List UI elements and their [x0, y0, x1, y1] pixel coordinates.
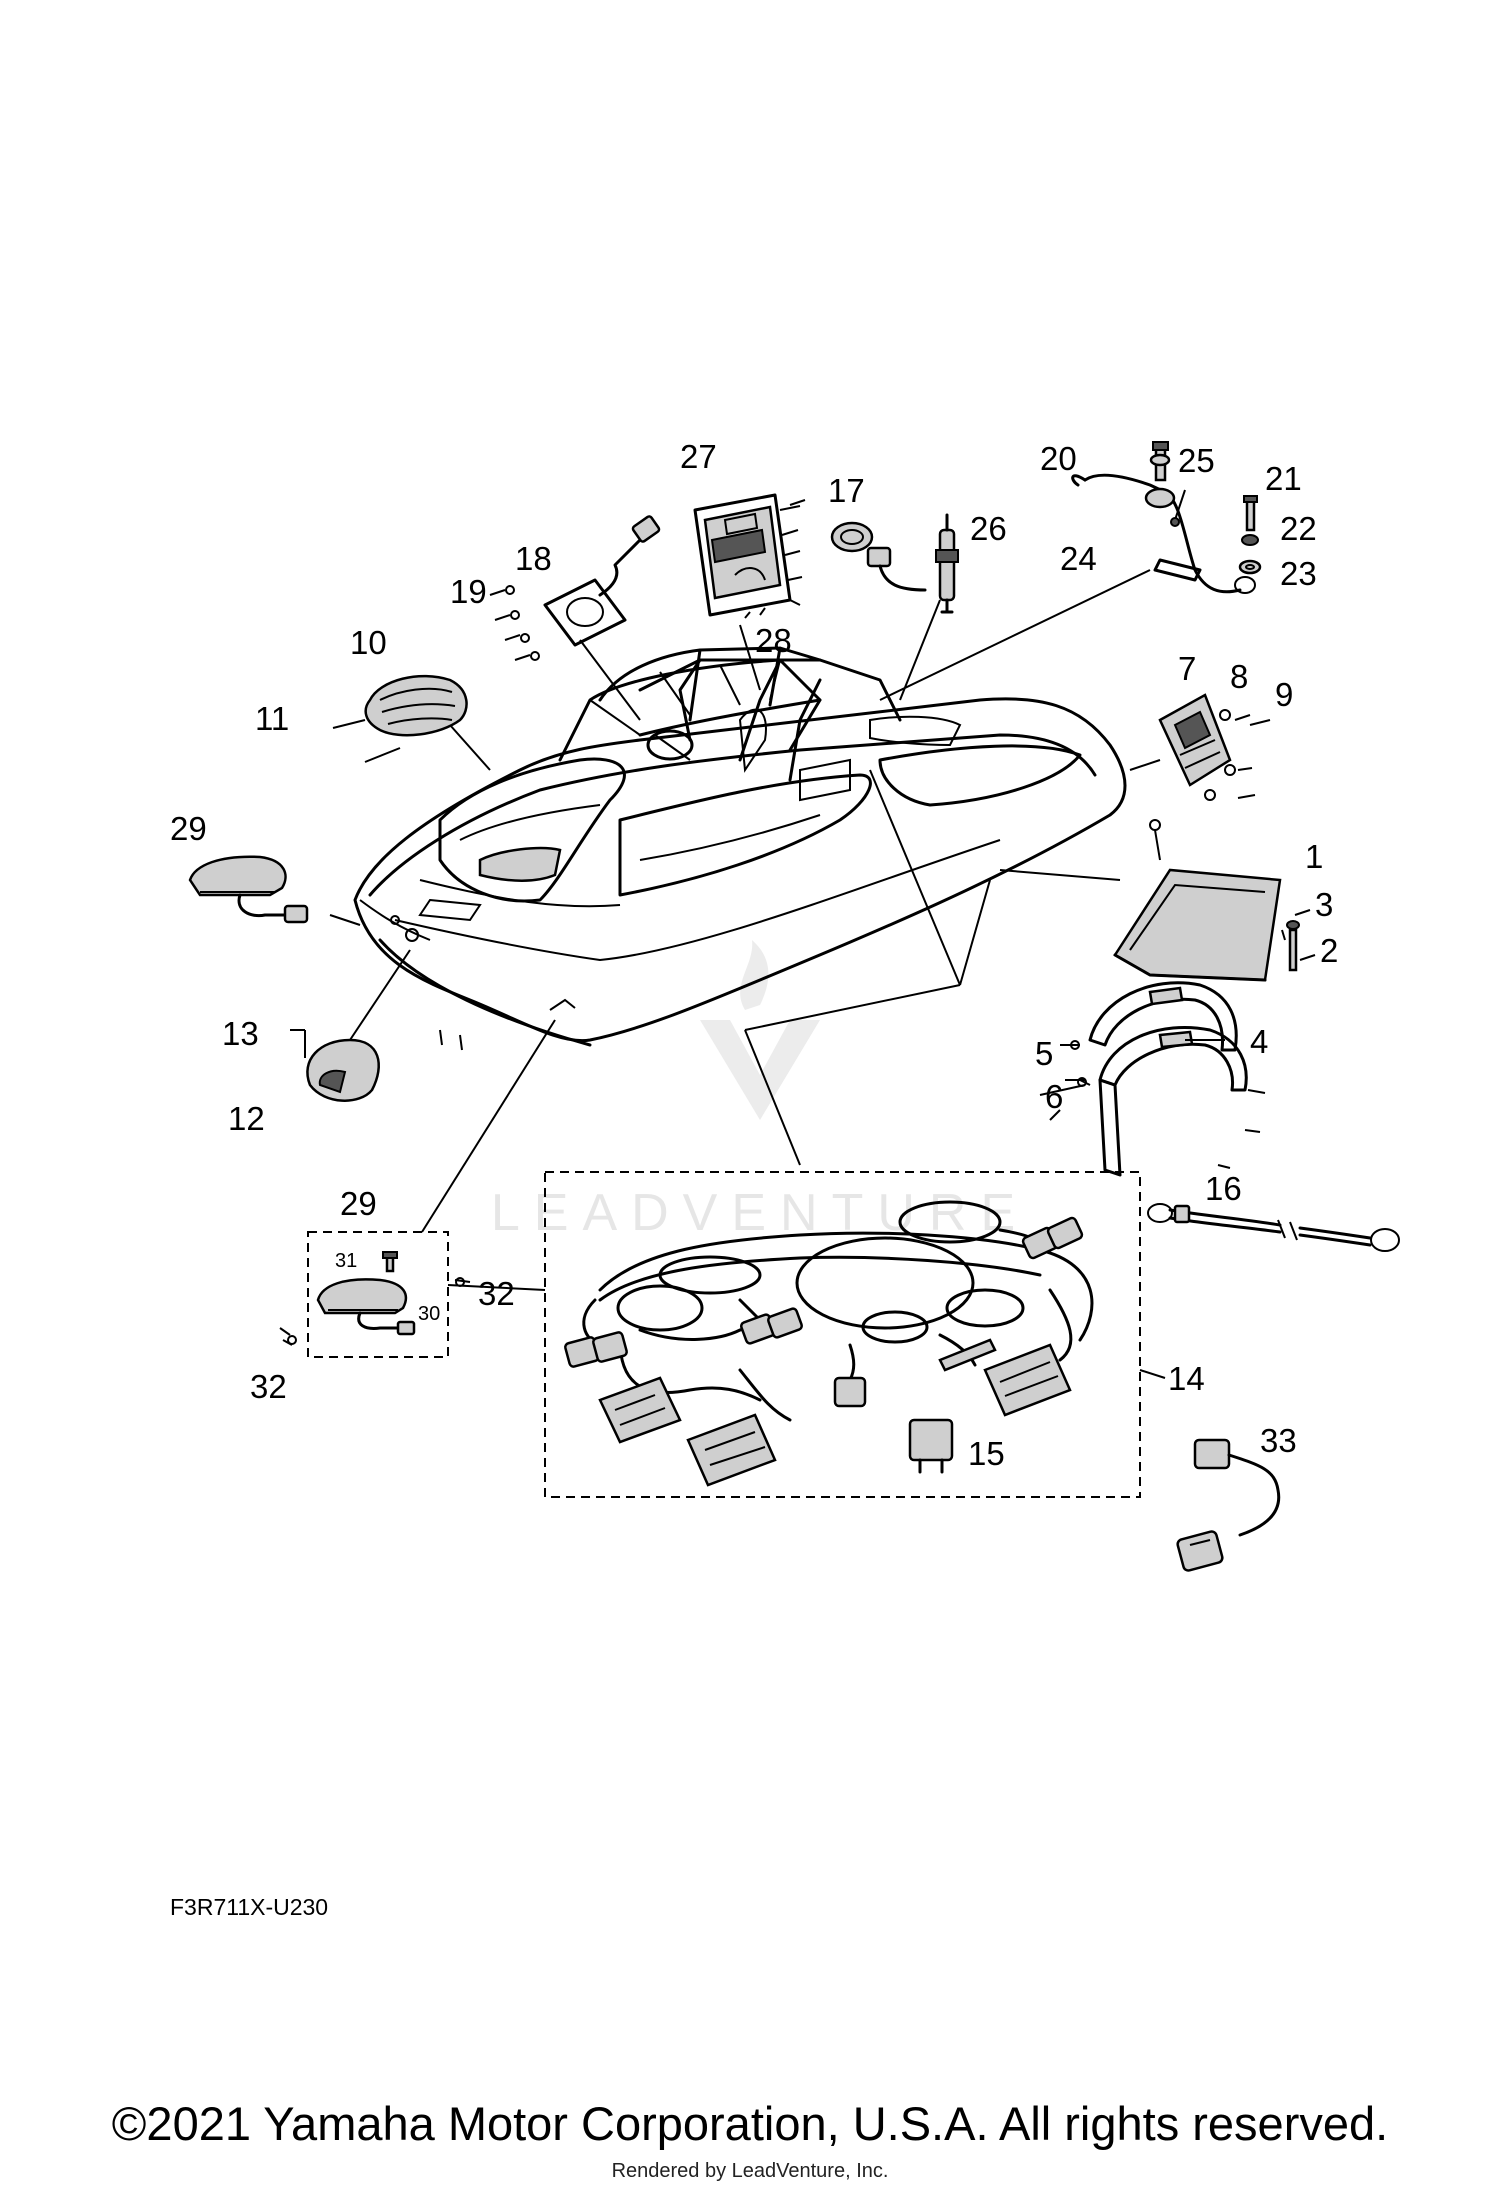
- watermark-text: LEADVENTURE: [491, 1184, 1029, 1242]
- callout-10: 10: [350, 624, 387, 661]
- figure-code: F3R711X-U230: [170, 1894, 328, 1920]
- light-part-29: [188, 855, 361, 926]
- callout-6: 6: [1045, 1078, 1063, 1115]
- callout-27: 27: [680, 438, 717, 475]
- speaker-bracket-part-18: [489, 515, 661, 721]
- callout-21: 21: [1265, 460, 1302, 497]
- ground-cable-part-20: [879, 441, 1262, 701]
- callout-25: 25: [1178, 442, 1215, 479]
- callout-labels: 1 2 3 4 5 6 7 8 9 10 11 12 13 14 15 16 1…: [170, 438, 1338, 1472]
- callout-29-inset: 29: [340, 1185, 377, 1222]
- control-box-part-1: [999, 819, 1316, 982]
- callout-17: 17: [828, 472, 865, 509]
- callout-30: 30: [418, 1303, 440, 1325]
- wire-harness-part-14: [544, 1171, 1166, 1498]
- sensor-part-26: [866, 513, 959, 701]
- display-unit-part-27: [693, 493, 803, 691]
- callout-32-right: 32: [478, 1275, 515, 1312]
- callout-9: 9: [1275, 676, 1293, 713]
- adapter-part-33: [1176, 1438, 1281, 1572]
- callout-20: 20: [1040, 440, 1077, 477]
- callout-22: 22: [1280, 510, 1317, 547]
- harness-leaders: [744, 769, 991, 1166]
- callout-2: 2: [1320, 932, 1338, 969]
- callout-32-left: 32: [250, 1368, 287, 1405]
- callout-28: 28: [755, 622, 792, 659]
- callout-12: 12: [228, 1100, 265, 1137]
- light-assembly-inset: [279, 1019, 556, 1358]
- callout-29: 29: [170, 810, 207, 847]
- callout-3: 3: [1315, 886, 1333, 923]
- callout-24: 24: [1060, 540, 1097, 577]
- callout-23: 23: [1280, 555, 1317, 592]
- callout-26: 26: [970, 510, 1007, 547]
- speaker-part-10: [332, 674, 491, 771]
- watermark: LEADVENTURE: [491, 940, 1029, 1242]
- rendered-by-notice: Rendered by LeadVenture, Inc.: [611, 2160, 889, 2182]
- callout-18: 18: [515, 540, 552, 577]
- cleat-light-part-12: [290, 949, 411, 1102]
- callout-14: 14: [1168, 1360, 1205, 1397]
- callout-8: 8: [1230, 658, 1248, 695]
- callout-13: 13: [222, 1015, 259, 1052]
- gasket-part-17: [830, 521, 874, 553]
- connector-set: [564, 1216, 1084, 1487]
- callout-7: 7: [1178, 650, 1196, 687]
- bracket-part-4: [1039, 981, 1266, 1177]
- callout-4: 4: [1250, 1023, 1268, 1060]
- callout-33: 33: [1260, 1422, 1297, 1459]
- callout-11: 11: [255, 700, 289, 737]
- callout-16: 16: [1205, 1170, 1242, 1207]
- boat-hull: [353, 646, 1127, 1051]
- relay-module-part-7: [1129, 693, 1271, 801]
- screw-set-28: [744, 499, 806, 619]
- callout-1: 1: [1305, 838, 1323, 875]
- callout-15: 15: [968, 1435, 1005, 1472]
- callout-5: 5: [1035, 1035, 1053, 1072]
- callout-19: 19: [450, 573, 487, 610]
- relay-part-15: [908, 1418, 954, 1474]
- battery-cable-part-16: [1147, 1203, 1400, 1252]
- copyright-notice: ©2021 Yamaha Motor Corporation, U.S.A. A…: [111, 2097, 1389, 2150]
- callout-31: 31: [335, 1250, 357, 1272]
